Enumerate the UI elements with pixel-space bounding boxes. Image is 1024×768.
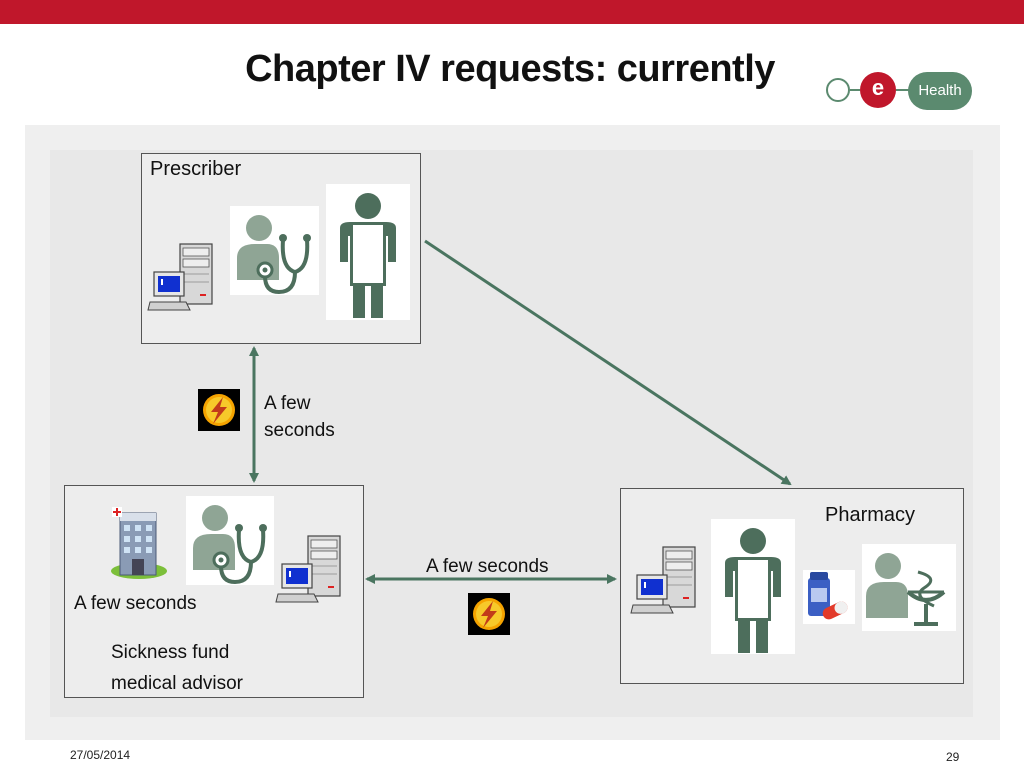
hospital-building-icon bbox=[111, 507, 167, 579]
prescriber-label: Prescriber bbox=[150, 158, 242, 180]
logo-e: e bbox=[860, 72, 896, 108]
fund-pharmacy-time-label: A few seconds bbox=[426, 556, 549, 577]
fund-pharmacy-bolt-icon bbox=[468, 593, 510, 635]
logo-health: Health bbox=[908, 72, 972, 110]
prescriber-pharmacy-arrow bbox=[424, 239, 792, 486]
fund-computer-icon bbox=[275, 535, 341, 603]
medicine-icon bbox=[808, 572, 848, 620]
logo-ring bbox=[826, 78, 850, 102]
pharmacy-patient-icon bbox=[724, 527, 782, 654]
prescriber-doctor-icon bbox=[235, 213, 313, 294]
top-bar bbox=[0, 0, 1024, 24]
logo-link-2 bbox=[896, 89, 910, 91]
prescriber-fund-time-line1: A few bbox=[264, 393, 311, 414]
prescriber-fund-bolt-icon bbox=[198, 389, 240, 431]
fund-doctor-icon bbox=[191, 503, 269, 584]
slide-title: Chapter IV requests: currently bbox=[245, 48, 775, 90]
sickness-fund-time-label: A few seconds bbox=[74, 593, 197, 614]
slide-date: 27/05/2014 bbox=[70, 748, 131, 762]
slide-page-number: 29 bbox=[946, 750, 960, 764]
ehealth-logo: e Health bbox=[822, 68, 982, 114]
pharmacist-icon bbox=[866, 553, 946, 626]
prescriber-computer-icon bbox=[147, 243, 213, 311]
prescriber-patient-icon bbox=[339, 192, 397, 319]
sickness-fund-label-line1: Sickness fund bbox=[111, 642, 230, 663]
prescriber-fund-time-line2: seconds bbox=[264, 420, 335, 441]
logo-link bbox=[850, 89, 860, 91]
pharmacy-computer-icon bbox=[630, 546, 696, 614]
sickness-fund-label-line2: medical advisor bbox=[111, 673, 243, 694]
pharmacy-label: Pharmacy bbox=[825, 504, 916, 526]
